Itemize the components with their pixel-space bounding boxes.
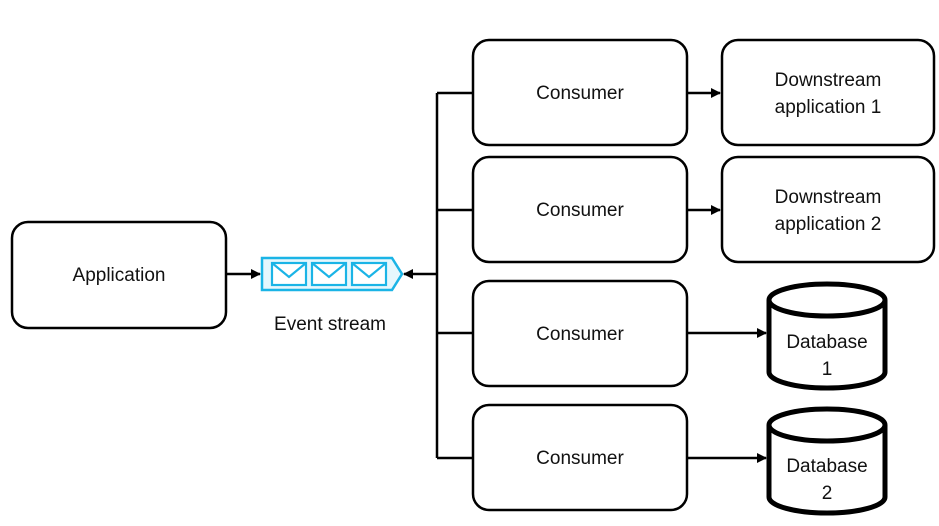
database-label-line-2: 1 (822, 359, 833, 380)
envelope-icon (310, 261, 348, 287)
database-1-cylinder: Database 1 (766, 281, 888, 391)
consumer-node: Consumer (471, 403, 689, 512)
database-label-line-1: Database (786, 332, 867, 353)
event-stream-label: Event stream (274, 314, 386, 335)
consumer-node: Consumer (471, 38, 689, 147)
envelope-icon (350, 261, 388, 287)
application-label: Application (73, 265, 166, 286)
downstream-label-line-1: Downstream (775, 187, 882, 208)
database-label-line-1: Database (786, 456, 867, 477)
database-2-cylinder: Database 2 (766, 406, 888, 516)
application-node: Application (10, 220, 228, 330)
consumer-label: Consumer (536, 324, 624, 345)
downstream-label-line-2: application 2 (775, 214, 882, 235)
consumer-node: Consumer (471, 155, 689, 264)
database-label-line-2: 2 (822, 483, 833, 504)
consumer-label: Consumer (536, 83, 624, 104)
downstream-application-1-node: Downstream application 1 (720, 38, 936, 147)
consumer-bus (435, 91, 473, 460)
consumer-node: Consumer (471, 279, 689, 388)
consumer-label: Consumer (536, 200, 624, 221)
consumer-label: Consumer (536, 448, 624, 469)
envelope-icon (270, 261, 308, 287)
downstream-label-line-1: Downstream (775, 70, 882, 91)
downstream-application-2-node: Downstream application 2 (720, 155, 936, 264)
event-stream-icon (260, 256, 404, 292)
downstream-label-line-2: application 1 (775, 97, 882, 118)
